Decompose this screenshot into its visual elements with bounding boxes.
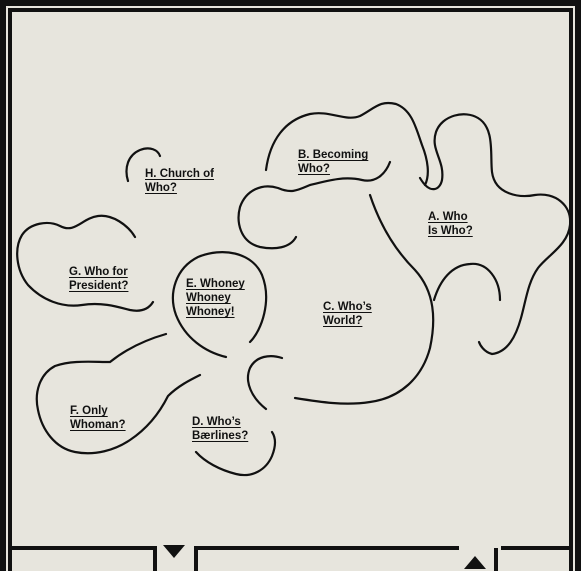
- region-h-line-1: H. Church of: [145, 168, 214, 180]
- region-e-line-3: Whoney!: [186, 306, 235, 318]
- region-link-h[interactable]: H. Church of Who?: [145, 167, 214, 195]
- region-link-d[interactable]: D. Who’s Bærlines?: [192, 415, 248, 443]
- region-b-line-1: B. Becoming: [298, 149, 369, 161]
- region-b-line-2: Who?: [298, 163, 330, 175]
- region-f-line-1: F. Only: [70, 405, 108, 417]
- region-link-f[interactable]: F. Only Whoman?: [70, 404, 126, 432]
- region-d-line-2: Bærlines?: [192, 430, 249, 442]
- region-a-line-2: Is Who?: [428, 225, 473, 237]
- region-link-b[interactable]: B. Becoming Who?: [298, 148, 368, 176]
- region-e-outline: [171, 251, 268, 359]
- region-c-left-outline: [246, 355, 284, 411]
- region-a-line-1: A. Who: [428, 211, 468, 223]
- region-b-outline: [264, 101, 429, 187]
- region-d-line-1: D. Who’s: [192, 416, 241, 428]
- region-link-a[interactable]: A. Who Is Who?: [428, 210, 473, 238]
- region-d-outline: [194, 430, 277, 477]
- region-c-outline: [293, 193, 435, 405]
- bottom-ledge: [10, 546, 571, 571]
- region-h-line-2: Who?: [145, 182, 177, 194]
- region-a-inner-outline: [432, 262, 502, 302]
- region-link-e[interactable]: E. Whoney Whoney Whoney!: [186, 277, 245, 319]
- region-link-g[interactable]: G. Who for President?: [69, 265, 128, 293]
- region-g-line-2: President?: [69, 280, 129, 292]
- region-c-line-2: World?: [323, 315, 363, 327]
- region-e-line-1: E. Whoney: [186, 278, 245, 290]
- region-g-line-1: G. Who for: [69, 266, 128, 278]
- region-h-outline: [125, 147, 162, 183]
- triangle-down-icon[interactable]: [163, 545, 185, 558]
- region-b-lower-outline: [237, 160, 392, 250]
- region-e-line-2: Whoney: [186, 292, 231, 304]
- region-f-line-2: Whoman?: [70, 419, 126, 431]
- region-c-line-1: C. Who’s: [323, 301, 372, 313]
- triangle-up-icon[interactable]: [464, 556, 486, 569]
- region-link-c[interactable]: C. Who’s World?: [323, 300, 372, 328]
- region-f-outline: [35, 332, 202, 455]
- frame-inner-border: [8, 8, 573, 571]
- region-g-outline: [16, 214, 155, 312]
- region-a-outline: [418, 113, 572, 356]
